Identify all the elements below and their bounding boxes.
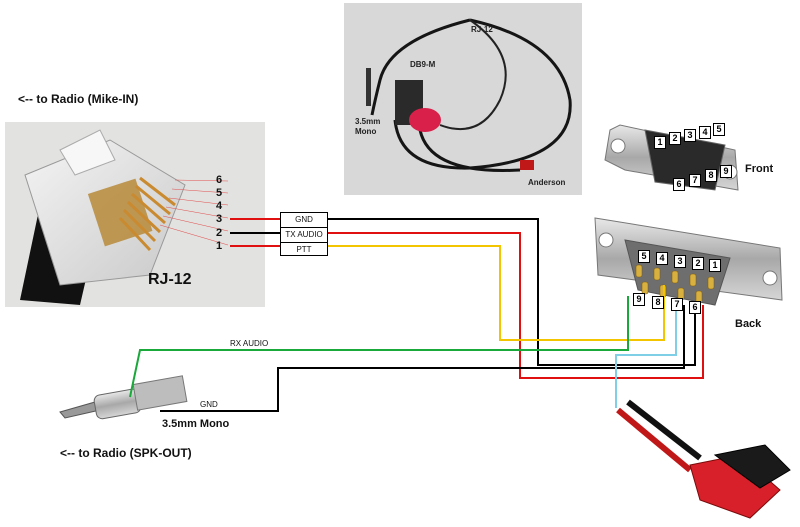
- db9-back-pin: 2: [692, 257, 704, 270]
- db9-back-connector: [594, 217, 783, 306]
- spk-out-label: <-- to Radio (SPK-OUT): [60, 446, 192, 460]
- db9-front-pin: 7: [689, 174, 701, 187]
- rj12-pin-label: 2: [216, 227, 223, 239]
- rx-audio-label: RX AUDIO: [230, 339, 268, 348]
- rj12-photo: [5, 122, 265, 307]
- db9-front-pin: 5: [713, 123, 725, 136]
- signal-gnd: GND: [281, 213, 327, 228]
- photo-label-mono-1: 3.5mm: [355, 117, 380, 126]
- signal-ptt: PTT: [296, 245, 312, 254]
- db9-back-pin: 7: [671, 298, 683, 311]
- rj12-title: RJ-12: [148, 271, 192, 288]
- wire-tx-audio: [326, 232, 704, 379]
- photo-label-rj12: RJ-12: [471, 25, 493, 34]
- gnd-mono-label: GND: [200, 400, 218, 409]
- wire-gnd-mono: [160, 305, 685, 412]
- db9-back-pin: 4: [656, 252, 668, 265]
- wire-ptt: [326, 245, 665, 341]
- photo-label-anderson: Anderson: [528, 178, 565, 187]
- rj12-pin-label: 5: [216, 187, 223, 199]
- wire-cyan-power: [615, 305, 677, 408]
- mono-jack: [59, 375, 188, 420]
- mike-in-label: <-- to Radio (Mike-IN): [18, 92, 139, 106]
- db9-front-title: Front: [745, 163, 774, 175]
- rj12-pin-label: 1: [216, 240, 223, 252]
- mono-jack-title: 3.5mm Mono: [162, 418, 230, 430]
- db9-front-pin: 3: [684, 129, 696, 142]
- db9-back-pin: 5: [638, 250, 650, 263]
- db9-back-pin: 1: [709, 259, 721, 272]
- db9-back-pin: 3: [674, 255, 686, 268]
- db9-front-pin: 1: [654, 136, 666, 149]
- db9-front-pin: 6: [673, 178, 685, 191]
- db9-back-pin: 6: [689, 301, 701, 314]
- cable-photo: [344, 3, 582, 195]
- db9-front-pin: 2: [669, 132, 681, 145]
- rj12-pin-label: 6: [216, 174, 223, 186]
- rj12-pin-label: 4: [216, 200, 223, 212]
- wire-gnd-rj12: [326, 218, 696, 366]
- wire-rx-audio: [129, 296, 629, 398]
- db9-back-pin: 9: [633, 293, 645, 306]
- db9-front-pin: 4: [699, 126, 711, 139]
- rj12-pin-label: 3: [216, 213, 223, 225]
- db9-back-title: Back: [735, 318, 762, 330]
- signal-tx-audio: TX AUDIO: [281, 228, 327, 243]
- photo-label-mono-2: Mono: [355, 127, 376, 136]
- anderson-connector: [616, 399, 791, 519]
- db9-front-pin: 8: [705, 169, 717, 182]
- rj12-signal-table: GND TX AUDIO PTT: [280, 212, 328, 256]
- db9-back-pin: 8: [652, 296, 664, 309]
- photo-label-db9m: DB9-M: [410, 60, 436, 69]
- db9-front-pin: 9: [720, 165, 732, 178]
